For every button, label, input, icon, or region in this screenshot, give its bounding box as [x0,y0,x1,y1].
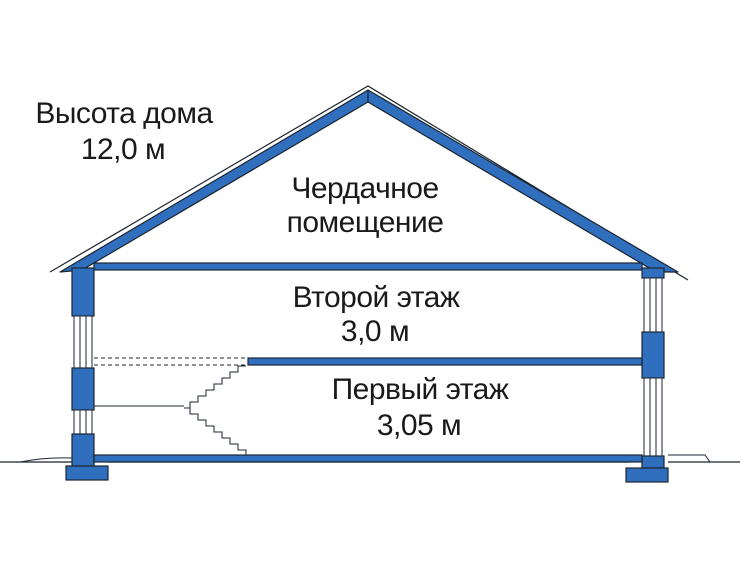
left-wall-window-upper [73,315,93,369]
house-height-title: Высота дома [35,97,213,130]
entrance-step-right [668,454,711,463]
staircase-upper-flight [184,365,246,409]
right-wall-window-lower [643,377,663,457]
second-floor-title: Второй этаж [292,281,460,314]
ground-slope-left [19,457,73,463]
left-wall-mid-block [71,367,95,411]
left-wall-base-block [71,433,95,467]
second-floor-value: 3,0 м [340,315,410,348]
staircase-lower-flight [184,407,260,456]
right-foundation-footing [625,467,669,483]
first-floor-title: Первый этаж [331,373,509,406]
first-floor-value: 3,05 м [376,409,462,442]
house-height-value: 12,0 м [80,133,166,166]
right-wall-mid-block [641,331,665,379]
left-wall-window-lower [73,409,93,435]
attic-label-line1: Чердачное [291,172,439,205]
left-wall-top-block [71,267,95,317]
attic-floor-slab [93,262,643,271]
ground-floor-slab [93,454,643,463]
right-wall-top-block [641,267,665,279]
right-wall-base-block [641,455,665,469]
attic-label-line2: помещение [286,206,444,239]
interfloor-slab [247,357,643,366]
left-foundation-footing [65,465,109,481]
right-wall-window-upper [643,277,663,333]
